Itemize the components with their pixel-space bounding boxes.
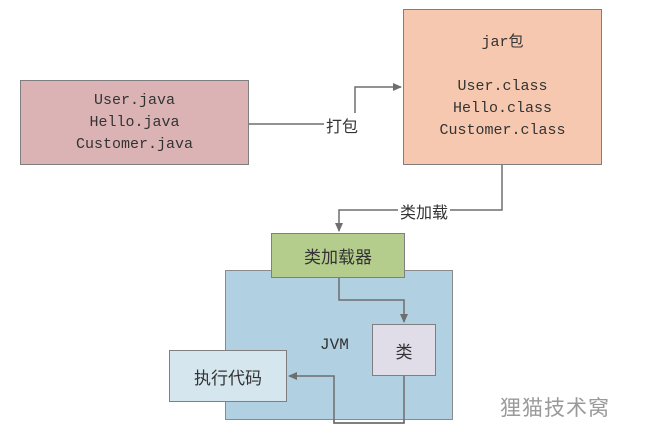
package-edge [249,83,402,125]
class-file-user: User.class [457,78,548,95]
class-file-customer: Customer.class [439,122,566,139]
class-label: 类 [395,342,413,363]
class-loader-label: 类加载器 [304,248,372,268]
jar-title: jar包 [481,34,524,51]
class-loader-box: 类加载器 [271,233,405,278]
package-label: 打包 [324,113,361,137]
class-box: 类 [372,324,436,376]
load-label: 类加载 [398,199,451,223]
watermark: 狸猫技术窝 [500,396,610,420]
execute-code-box: 执行代码 [169,350,287,402]
source-file-hello: Hello.java [89,113,180,131]
source-files-box: User.java Hello.java Customer.java [20,80,249,165]
jar-package-box: jar包 User.class Hello.class Customer.cla… [403,9,602,165]
class-file-hello: Hello.class [452,100,553,117]
jvm-label: JVM [320,336,349,354]
execute-code-label: 执行代码 [194,368,262,389]
source-file-customer: Customer.java [75,135,194,153]
source-file-user: User.java [93,91,175,109]
